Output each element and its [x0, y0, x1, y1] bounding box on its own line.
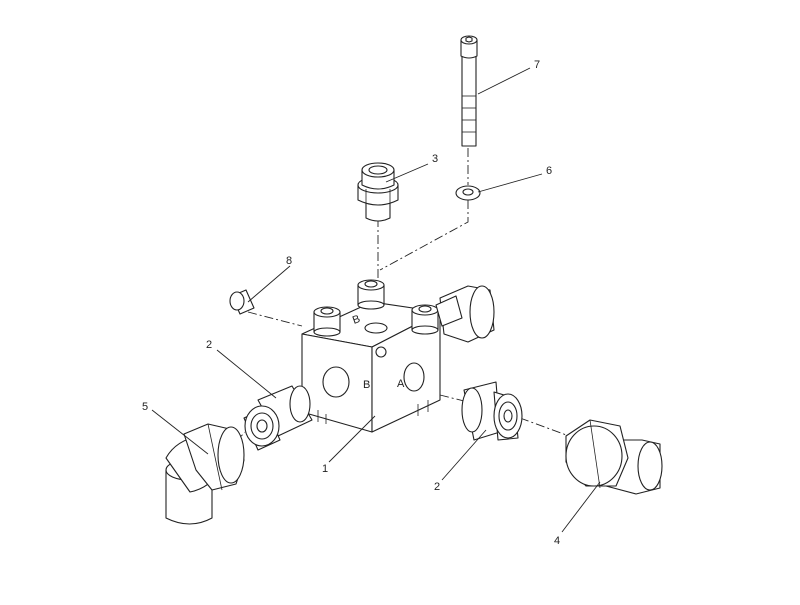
adapter-2-right [461, 381, 523, 441]
leader-lines [151, 67, 601, 533]
block-cap-left [313, 306, 341, 337]
block-cap-right [411, 304, 439, 335]
callout-1: 1 [322, 463, 328, 475]
callout-3: 3 [432, 153, 438, 165]
fitting-3 [357, 162, 399, 222]
rear-elbow-fitting [435, 285, 495, 343]
block-mark-right: A [397, 378, 405, 390]
plug-8 [229, 289, 255, 315]
callout-7: 7 [534, 59, 540, 71]
block-cap-center [357, 279, 385, 310]
elbow-5 [165, 423, 245, 525]
callout-4: 4 [554, 535, 560, 547]
callout-6: 6 [546, 165, 552, 177]
block-mark-top: B [351, 313, 362, 327]
callout-labels: 1 2 2 3 4 5 6 7 8 [142, 59, 560, 547]
elbow-4 [565, 419, 663, 495]
callout-2-right: 2 [434, 481, 440, 493]
manifold-block: B B A [301, 301, 441, 433]
callout-2-left: 2 [206, 339, 212, 351]
block-mark-left: B [363, 379, 370, 391]
washer-6 [455, 185, 481, 201]
bolt-7 [460, 35, 478, 147]
adapter-2-left [243, 385, 313, 451]
callout-8: 8 [286, 255, 292, 267]
callout-5: 5 [142, 401, 148, 413]
